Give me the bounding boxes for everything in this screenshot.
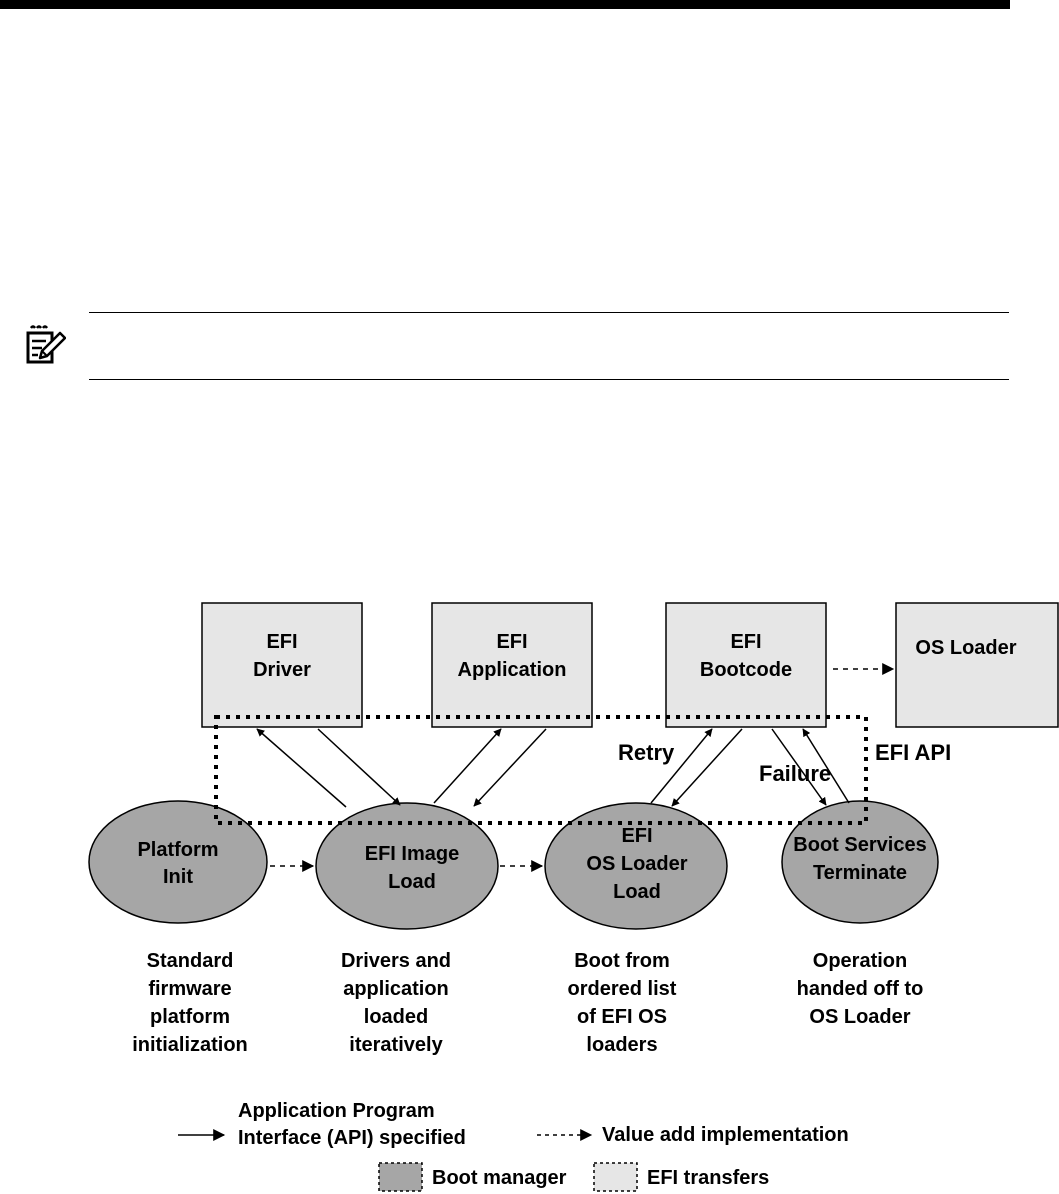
efi-bootcode-box-shape: [665, 602, 827, 728]
efi-bootcode-label-2: Bootcode: [700, 659, 792, 681]
efi-driver-box: EFI Driver: [201, 602, 363, 728]
efi-image-load-stage: EFI Image Load: [315, 802, 499, 930]
efi-application-label-1: EFI: [496, 631, 527, 653]
os-loader-load-desc-3: of EFI OS: [577, 1006, 667, 1028]
boot-services-terminate-stage: Boot Services Terminate: [781, 800, 939, 924]
os-loader-load-desc-1: Boot from: [574, 950, 670, 972]
efi-api-label: EFI API: [875, 740, 951, 765]
top-rule: [0, 0, 1010, 9]
platform-init-desc-2: firmware: [148, 978, 231, 1000]
arrow-image-load-to-application: [433, 728, 502, 804]
efi-driver-label-2: Driver: [253, 659, 311, 681]
efi-image-load-ellipse: [315, 802, 499, 930]
legend-api-specified-2: Interface (API) specified: [238, 1127, 466, 1149]
note-rule-top: [89, 312, 1009, 313]
arrow-retry: [650, 728, 713, 804]
arrow-application-to-image-load: [473, 728, 547, 807]
os-loader-load-desc-2: ordered list: [568, 978, 677, 1000]
platform-init-desc-4: initialization: [132, 1034, 248, 1056]
note-pencil-icon: [26, 325, 66, 364]
legend-api-specified-1: Application Program: [238, 1100, 435, 1122]
os-loader-box: OS Loader: [895, 602, 1059, 728]
retry-label: Retry: [618, 740, 675, 765]
legend-boot-manager-swatch: [378, 1162, 423, 1192]
efi-image-load-label-2: Load: [388, 871, 436, 893]
boot-services-terminate-desc-1: Operation: [813, 950, 907, 972]
arrow-failure: [802, 728, 850, 804]
arrow-bootcode-to-os-loader-load: [671, 728, 743, 807]
os-loader-box-shape: [895, 602, 1059, 728]
efi-image-load-desc-3: loaded: [364, 1006, 428, 1028]
arrow-driver-to-image-load: [317, 728, 401, 806]
boot-services-terminate-label-2: Terminate: [813, 862, 907, 884]
efi-driver-box-shape: [201, 602, 363, 728]
platform-init-stage: Platform Init: [88, 800, 268, 924]
legend-efi-transfers-swatch: [593, 1162, 638, 1192]
os-loader-load-description: Boot from ordered list of EFI OS loaders: [568, 950, 677, 1056]
arrow-bootcode-to-boot-services: [771, 728, 827, 806]
efi-image-load-desc-4: iteratively: [349, 1034, 443, 1056]
platform-init-description: Standard firmware platform initializatio…: [132, 950, 248, 1056]
os-loader-label: OS Loader: [915, 637, 1016, 659]
efi-bootcode-label-1: EFI: [730, 631, 761, 653]
boot-services-terminate-desc-2: handed off to: [797, 978, 924, 1000]
efi-image-load-description: Drivers and application loaded iterative…: [341, 950, 451, 1056]
os-loader-load-label-1: EFI: [621, 825, 652, 847]
os-loader-load-label-2: OS Loader: [586, 853, 687, 875]
boot-services-terminate-label-1: Boot Services: [793, 834, 926, 856]
efi-image-load-desc-2: application: [343, 978, 449, 1000]
efi-driver-label-1: EFI: [266, 631, 297, 653]
platform-init-desc-1: Standard: [147, 950, 234, 972]
efi-application-label-2: Application: [458, 659, 567, 681]
legend: Application Program Interface (API) spec…: [178, 1100, 849, 1192]
efi-application-box: EFI Application: [431, 602, 593, 728]
platform-init-desc-3: platform: [150, 1006, 230, 1028]
failure-label: Failure: [759, 761, 831, 786]
arrow-image-load-to-driver: [256, 728, 347, 808]
os-loader-load-ellipse: [544, 802, 728, 930]
boot-services-terminate-description: Operation handed off to OS Loader: [797, 950, 924, 1028]
platform-init-ellipse: [88, 800, 268, 924]
boot-services-terminate-ellipse: [781, 800, 939, 924]
os-loader-load-label-3: Load: [613, 881, 661, 903]
legend-efi-transfers: EFI transfers: [647, 1167, 769, 1189]
platform-init-label-2: Init: [163, 866, 193, 888]
efi-image-load-label-1: EFI Image: [365, 843, 459, 865]
legend-value-add: Value add implementation: [602, 1124, 849, 1146]
os-loader-load-desc-4: loaders: [586, 1034, 657, 1056]
legend-boot-manager: Boot manager: [432, 1167, 567, 1189]
efi-application-box-shape: [431, 602, 593, 728]
efi-api-boundary: [214, 715, 868, 825]
platform-init-label-1: Platform: [137, 839, 218, 861]
os-loader-load-stage: EFI OS Loader Load: [544, 802, 728, 930]
efi-image-load-desc-1: Drivers and: [341, 950, 451, 972]
boot-services-terminate-desc-3: OS Loader: [809, 1006, 910, 1028]
note-rule-bottom: [89, 379, 1009, 380]
efi-bootcode-box: EFI Bootcode: [665, 602, 827, 728]
